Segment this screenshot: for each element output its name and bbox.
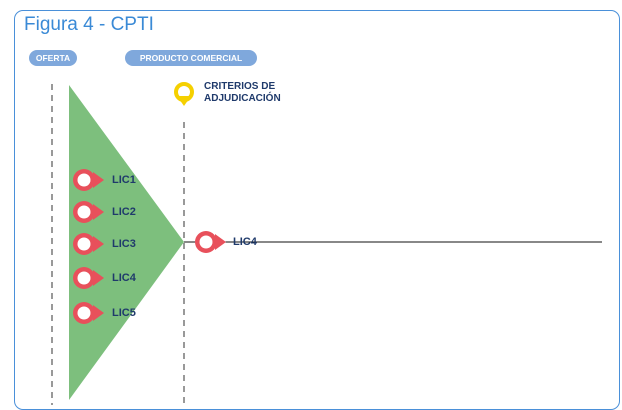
tender-marker-icon-2 [73,201,104,223]
oferta-pill: OFERTA [29,50,77,66]
tender-marker-icon-1 [73,169,104,191]
tender-marker-icon-4 [73,267,104,289]
selected-tender-label: LIC4 [233,236,257,248]
selected-marker-icon [195,231,226,253]
criterios-label: CRITERIOS DE ADJUDICACIÓN [204,81,281,104]
tender-label-5: LIC5 [112,307,136,319]
producto-comercial-pill: PRODUCTO COMERCIAL [125,50,257,66]
tender-marker-icon-5 [73,302,104,324]
tender-label-2: LIC2 [112,206,136,218]
tender-label-3: LIC3 [112,238,136,250]
figure-title: Figura 4 - CPTI [24,14,154,35]
tender-label-4: LIC4 [112,272,136,284]
tender-label-1: LIC1 [112,174,136,186]
criteria-marker-icon [174,82,194,106]
tender-marker-icon-3 [73,233,104,255]
funnel-shape [69,85,184,400]
